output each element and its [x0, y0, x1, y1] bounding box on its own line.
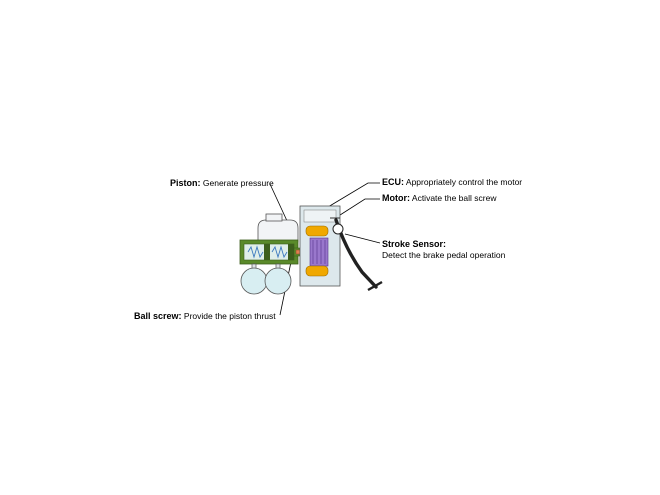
wheel-cylinder-right — [264, 267, 292, 295]
label-piston: Piston: Generate pressure — [170, 178, 274, 188]
ecu-leader — [327, 182, 380, 208]
label-ball-screw: Ball screw: Provide the piston thrust — [134, 311, 276, 321]
label-ball-screw-title: Ball screw: — [134, 311, 182, 321]
label-motor-title: Motor: — [382, 193, 410, 203]
label-ecu-desc: Appropriately control the motor — [405, 177, 523, 187]
label-ecu: ECU: Appropriately control the motor — [382, 177, 522, 187]
label-piston-title: Piston: — [170, 178, 201, 188]
label-stroke-sensor-desc: Detect the brake pedal operation — [382, 250, 506, 260]
brake-pedal — [330, 217, 383, 292]
label-stroke-sensor-title: Stroke Sensor: — [382, 239, 447, 249]
stroke-sensor-icon — [332, 223, 344, 235]
wheel-cylinder-left — [240, 267, 268, 295]
label-motor-desc: Activate the ball screw — [411, 193, 497, 203]
spring-1 — [247, 245, 264, 259]
label-ecu-title: ECU: — [382, 177, 404, 187]
label-stroke-sensor-desc-line: Detect the brake pedal operation — [382, 250, 505, 260]
coil-bottom — [305, 265, 329, 277]
label-motor: Motor: Activate the ball screw — [382, 193, 496, 203]
reservoir-tank — [257, 213, 299, 243]
spring-2 — [271, 245, 288, 259]
stroke-sensor-leader — [344, 233, 381, 244]
motor-housing — [299, 205, 341, 287]
coil-top — [305, 225, 329, 237]
label-piston-desc: Generate pressure — [202, 178, 274, 188]
label-ball-screw-desc: Provide the piston thrust — [183, 311, 276, 321]
master-cylinder — [239, 239, 303, 265]
label-stroke-sensor: Stroke Sensor: — [382, 239, 446, 249]
